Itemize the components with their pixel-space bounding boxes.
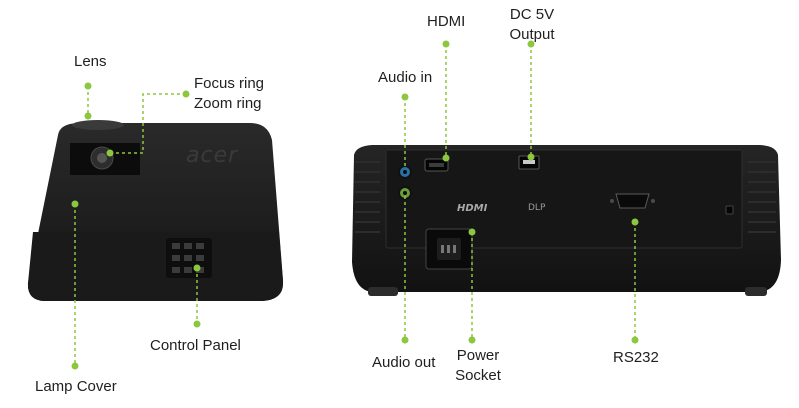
control-panel-dot-outer (193, 320, 201, 328)
focus-ring-label: Focus ring (194, 75, 265, 92)
control-panel-dot-inner (193, 264, 201, 272)
lens-top (72, 120, 124, 130)
callout-lines (74, 44, 636, 366)
dc-5v-label-line1: DC 5V (509, 6, 555, 23)
projector-rear-view (352, 145, 781, 296)
acer-logo: acer (186, 143, 239, 168)
lens-dot-outer (84, 82, 92, 90)
hdmi-label: HDMI (427, 13, 466, 30)
power-socket-dot-inner (468, 228, 476, 236)
left-vent (355, 161, 380, 233)
dc-5v-dot-outer (527, 40, 535, 48)
audio-out-label: Audio out (372, 354, 436, 371)
rs232-label: RS232 (613, 349, 659, 366)
audio-in-dot-outer (401, 93, 409, 101)
dlp-logo-marking: DLP (528, 203, 546, 213)
lens-dot-inner (84, 112, 92, 120)
lens-label: Lens (74, 53, 107, 70)
top-body-lower-panel (27, 232, 284, 301)
lamp-cover-label: Lamp Cover (35, 378, 117, 395)
lamp-cover-dot-outer (71, 362, 79, 370)
hdmi-dot-inner (442, 154, 450, 162)
rs232-dot-inner (631, 218, 639, 226)
focus-zoom-callout-line (110, 93, 186, 154)
rs232-dot-outer (631, 336, 639, 344)
rs232-port (615, 193, 650, 209)
power-socket-dot-outer (468, 336, 476, 344)
callout-dots (71, 40, 639, 370)
right-vent (748, 161, 776, 233)
left-foot (368, 287, 398, 296)
power-socket-label-line1: Power (456, 347, 500, 364)
zoom-ring-label: Zoom ring (194, 95, 262, 112)
rear-connector-panel (385, 149, 743, 249)
control-panel-buttons (172, 243, 204, 273)
lamp-cover-dot-inner (71, 200, 79, 208)
hdmi-logo-marking: HDMI (457, 203, 488, 214)
projector-top-view (27, 120, 284, 301)
audio-out-dot-outer (401, 336, 409, 344)
dc-5v-dot-inner (527, 153, 535, 161)
right-foot (745, 287, 767, 296)
audio-in-label: Audio in (378, 69, 433, 86)
kensington-lock-slot (725, 205, 734, 215)
power-socket-label-line2: Socket (455, 367, 501, 384)
control-panel-label: Control Panel (150, 337, 241, 354)
focus-zoom-dot-outer (182, 90, 190, 98)
focus-zoom-dot-inner (106, 149, 114, 157)
dc-5v-label-line2: Output (509, 26, 555, 43)
hdmi-dot-outer (442, 40, 450, 48)
